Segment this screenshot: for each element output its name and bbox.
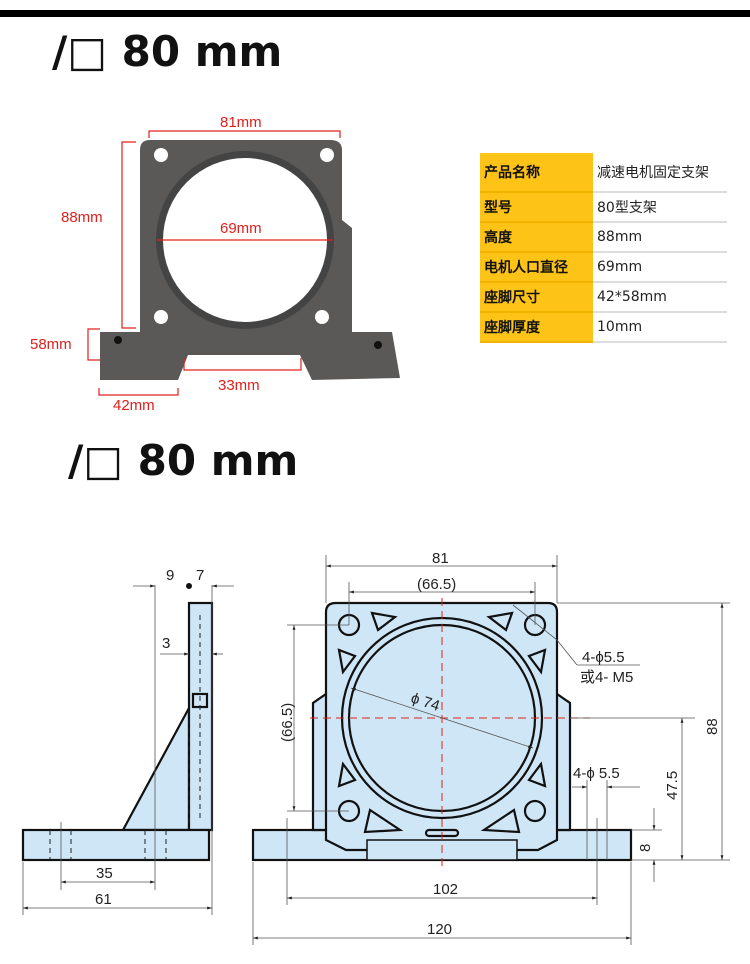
spec-label: 座脚尺寸 bbox=[480, 282, 593, 313]
dim-81mm: 81mm bbox=[220, 114, 262, 131]
dim-47-5: 47.5 bbox=[664, 771, 681, 800]
spec-label: 产品名称 bbox=[480, 153, 593, 193]
top-bar bbox=[0, 10, 750, 17]
spec-value: 80型支架 bbox=[593, 192, 727, 223]
side-hidden-lines bbox=[49, 615, 201, 860]
spec-value: 42*58mm bbox=[593, 282, 727, 313]
dim-120: 120 bbox=[427, 921, 452, 938]
title-bottom: /□ 80 mm bbox=[68, 436, 298, 485]
front-dimension-lines bbox=[252, 555, 730, 945]
dim-3: 3 bbox=[162, 635, 170, 652]
dim-9: 9 bbox=[166, 567, 174, 584]
dim-88mm: 88mm bbox=[61, 209, 103, 226]
dim-69mm: 69mm bbox=[220, 220, 262, 237]
dim-66-5-horizontal: (66.5) bbox=[417, 576, 456, 593]
dim-88: 88 bbox=[704, 718, 721, 735]
photo-dimension-lines bbox=[87, 130, 341, 396]
dim-8: 8 bbox=[637, 844, 654, 852]
spec-label: 电机人口直径 bbox=[480, 252, 593, 283]
spec-label: 高度 bbox=[480, 222, 593, 253]
dim-81: 81 bbox=[432, 550, 449, 567]
spec-label: 型号 bbox=[480, 192, 593, 223]
title-top: /□ 80 mm bbox=[52, 27, 282, 76]
spec-value: 10mm bbox=[593, 312, 727, 343]
dim-33mm: 33mm bbox=[218, 377, 260, 394]
dim-61: 61 bbox=[95, 891, 112, 908]
spec-value: 69mm bbox=[593, 252, 727, 283]
bracket-photo bbox=[100, 140, 400, 380]
dim-66-5-vertical: (66.5) bbox=[279, 703, 296, 742]
spec-value: 减速电机固定支架 bbox=[593, 153, 727, 193]
dim-102: 102 bbox=[433, 881, 458, 898]
dim-42mm: 42mm bbox=[113, 397, 155, 414]
dim-foot-hole: 4-ϕ 5.5 bbox=[573, 765, 620, 782]
dim-58mm: 58mm bbox=[30, 336, 72, 353]
side-dimension-lines bbox=[22, 584, 234, 915]
dim-35: 35 bbox=[96, 865, 113, 882]
side-view bbox=[21, 601, 214, 862]
table-row: 产品名称减速电机固定支架 bbox=[480, 153, 727, 193]
hole-note-m5: 或4- M5 bbox=[580, 669, 633, 686]
spec-label: 座脚厚度 bbox=[480, 312, 593, 343]
hole-note-phi5-5: 4-ϕ5.5 bbox=[582, 649, 625, 666]
dim-7: 7 bbox=[196, 567, 204, 584]
spec-value: 88mm bbox=[593, 222, 727, 253]
